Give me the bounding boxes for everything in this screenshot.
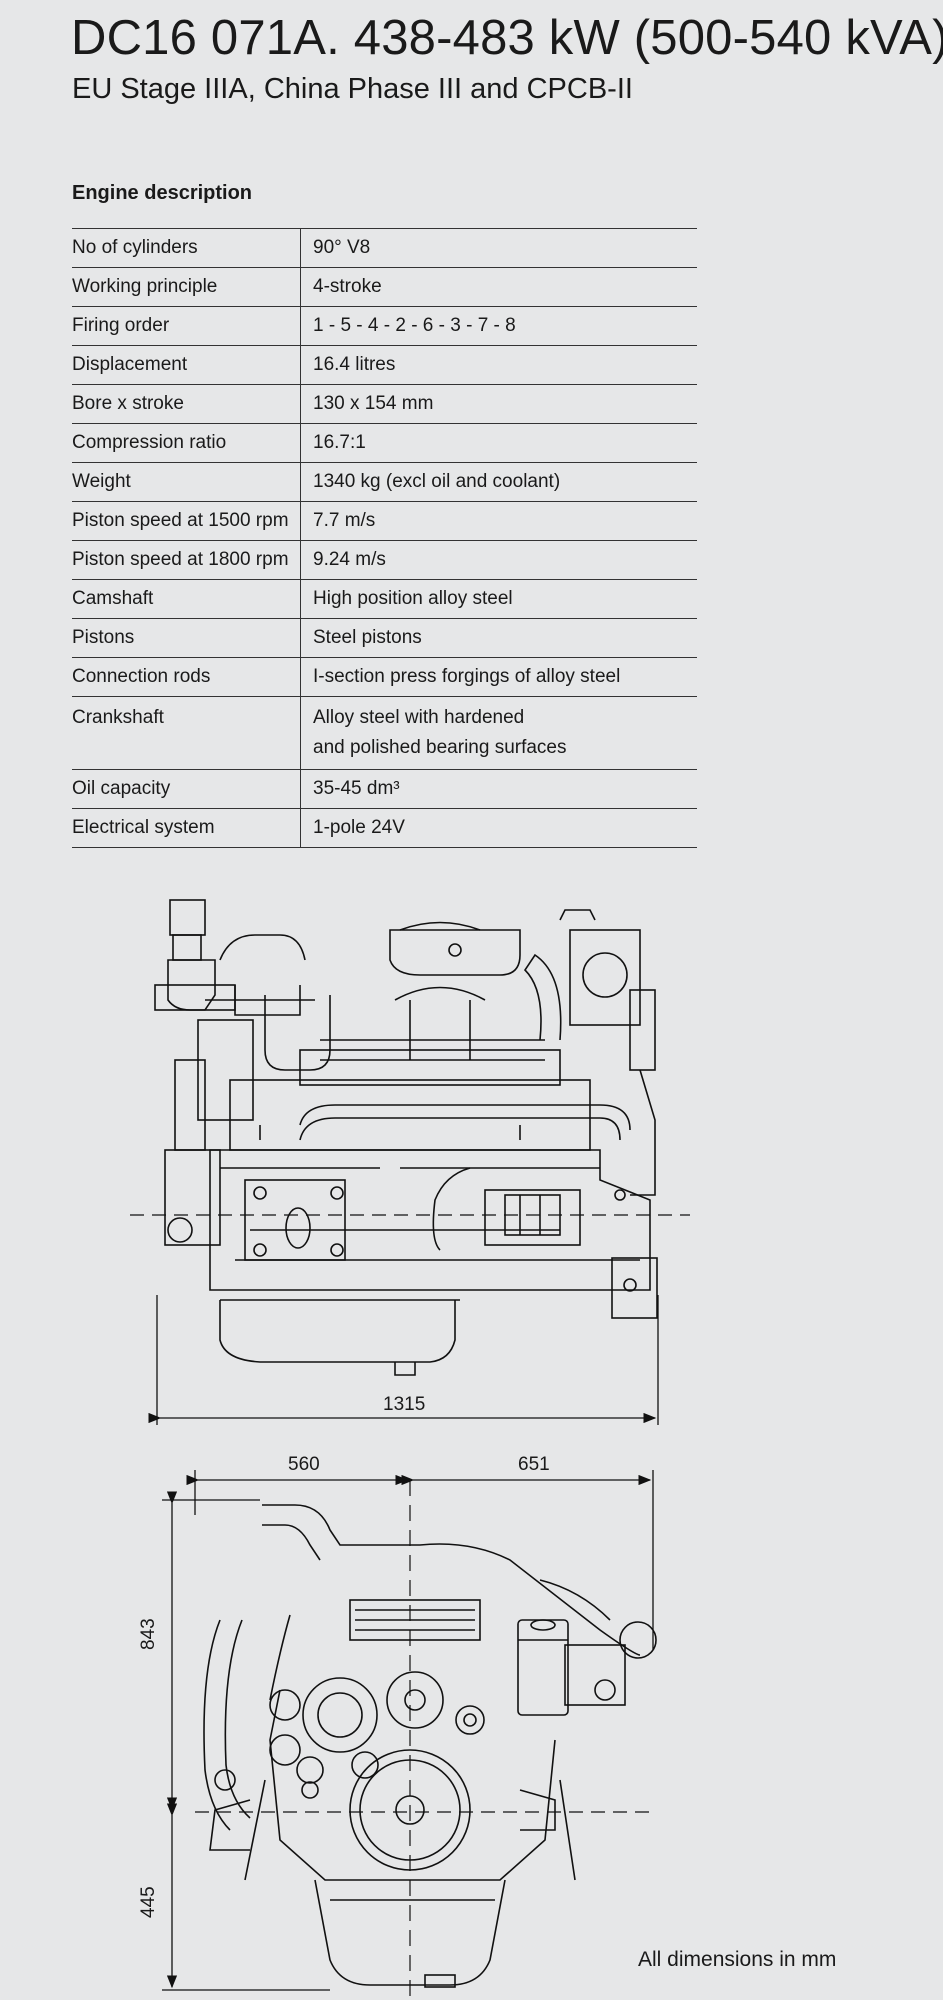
spec-value-line-2: and polished bearing surfaces <box>313 737 567 758</box>
spec-value: Alloy steel with hardened and polished be… <box>300 696 697 770</box>
spec-label: Displacement <box>72 345 301 385</box>
spec-value: I-section press forgings of alloy steel <box>300 657 697 697</box>
spec-value: 16.7:1 <box>300 423 697 463</box>
spec-label: Oil capacity <box>72 769 301 809</box>
spec-value: 1340 kg (excl oil and coolant) <box>300 462 697 502</box>
dimension-label-lower-height: 445 <box>138 1886 159 1918</box>
dimension-label-right-width: 651 <box>518 1454 550 1475</box>
spec-label: Working principle <box>72 267 301 307</box>
engine-front-view <box>195 1480 657 2000</box>
spec-label: No of cylinders <box>72 228 301 268</box>
spec-label: Crankshaft <box>72 696 301 770</box>
dimensions-note: All dimensions in mm <box>638 1948 837 1971</box>
dimension-front-widths <box>186 1470 654 1650</box>
spec-value-line-1: Alloy steel with hardened <box>313 707 525 728</box>
spec-label: Piston speed at 1800 rpm <box>72 540 301 580</box>
spec-label: Weight <box>72 462 301 502</box>
engine-side-view <box>130 899 690 1376</box>
spec-value: 4-stroke <box>300 267 697 307</box>
spec-label: Firing order <box>72 306 301 346</box>
spec-value: 1-pole 24V <box>300 808 697 848</box>
spec-label: Connection rods <box>72 657 301 697</box>
page-subtitle: EU Stage IIIA, China Phase III and CPCB-… <box>72 73 633 105</box>
page-title: DC16 071A. 438-483 kW (500-540 kVA) <box>71 11 943 65</box>
dimension-label-left-width: 560 <box>288 1454 320 1475</box>
spec-value: 130 x 154 mm <box>300 384 697 424</box>
section-heading: Engine description <box>72 182 253 204</box>
spec-value: 7.7 m/s <box>300 501 697 541</box>
spec-label: Piston speed at 1500 rpm <box>72 501 301 541</box>
spec-label: Compression ratio <box>72 423 301 463</box>
dimension-side-length <box>148 1295 659 1425</box>
table-row: Crankshaft Alloy steel with hardened and p… <box>72 696 697 770</box>
spec-label: Bore x stroke <box>72 384 301 424</box>
spec-value: 35-45 dm³ <box>300 769 697 809</box>
spec-value: 16.4 litres <box>300 345 697 385</box>
dimension-label-upper-height: 843 <box>138 1618 159 1650</box>
spec-label: Electrical system <box>72 808 301 848</box>
spec-value: Steel pistons <box>300 618 697 658</box>
spec-label: Pistons <box>72 618 301 658</box>
spec-value: High position alloy steel <box>300 579 697 619</box>
spec-label: Camshaft <box>72 579 301 619</box>
spec-value: 9.24 m/s <box>300 540 697 580</box>
spec-value: 90° V8 <box>300 228 697 268</box>
dimension-label-length: 1315 <box>383 1394 426 1415</box>
spec-value: 1 - 5 - 4 - 2 - 6 - 3 - 7 - 8 <box>300 306 697 346</box>
dimension-front-heights <box>162 1491 330 1991</box>
